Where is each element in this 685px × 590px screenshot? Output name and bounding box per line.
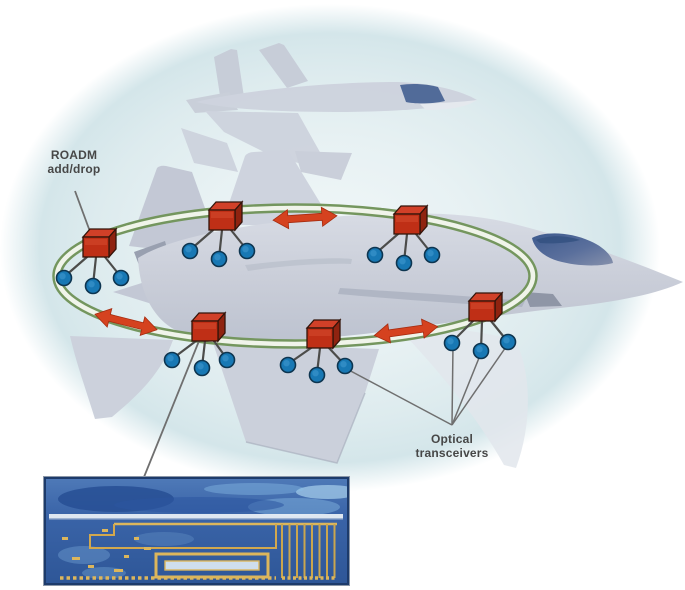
transceiver-icon — [181, 242, 199, 260]
transceiver-icon — [112, 269, 130, 287]
transceiver-icon — [499, 333, 517, 351]
transceiver-icon — [472, 342, 490, 360]
callout-lines — [74, 190, 509, 478]
transceiver-icon — [210, 250, 228, 268]
roadm-label-line1: ROADM — [50, 148, 98, 162]
roadm-node-icon — [366, 205, 441, 272]
transceiver-icon — [308, 366, 326, 384]
transceiver-icon — [163, 351, 181, 369]
roadm-node-icon — [279, 319, 354, 384]
roadm-node-icon — [443, 292, 517, 360]
optical-label-line1: Optical — [430, 432, 474, 446]
background-aircraft-silhouette — [181, 43, 477, 180]
optical-label-line2: transceivers — [415, 446, 489, 460]
photonic-chip-inset-photo — [43, 476, 350, 586]
transceiver-icon — [279, 356, 297, 374]
transceiver-icon — [238, 242, 256, 260]
transceiver-icon — [218, 351, 236, 369]
transceiver-icon — [443, 334, 461, 352]
transceiver-icon — [395, 254, 413, 272]
roadm-node-icon — [55, 228, 130, 295]
optical-transceivers-label: Optical transceivers — [397, 432, 507, 460]
transceiver-icon — [336, 357, 354, 375]
roadm-node-icon — [163, 312, 236, 377]
roadm-label: ROADM add/drop — [34, 148, 114, 176]
transceiver-icon — [423, 246, 441, 264]
transceiver-icon — [55, 269, 73, 287]
chip-callout-line — [143, 340, 200, 478]
roadm-node-icon — [181, 201, 256, 268]
transceiver-icon — [193, 359, 211, 377]
background-aircraft-canopy — [400, 83, 445, 104]
transceiver-callout-lines — [344, 343, 509, 426]
transceiver-icon — [84, 277, 102, 295]
roadm-label-line2: add/drop — [47, 162, 101, 176]
chip-photo-art — [44, 477, 349, 585]
transceiver-icon — [366, 246, 384, 264]
